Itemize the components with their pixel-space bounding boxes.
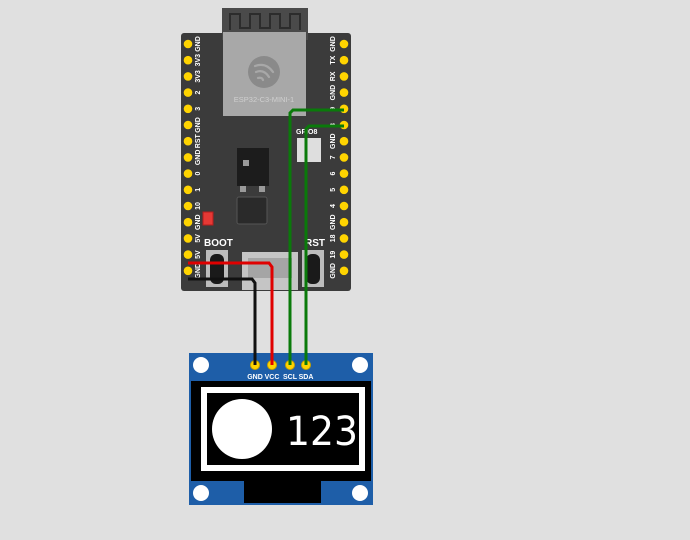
- mount-hole-icon: [352, 357, 368, 373]
- left-pin-pad[interactable]: [183, 169, 193, 178]
- right-pin-pad[interactable]: [339, 250, 349, 259]
- left-pin-label: GND: [195, 150, 202, 166]
- oled-text: 123: [286, 409, 358, 455]
- right-pin-pad[interactable]: [339, 169, 349, 178]
- left-pin-pad[interactable]: [183, 234, 193, 243]
- left-pin-label: GND: [195, 214, 202, 230]
- wire-scl[interactable]: [288, 108, 344, 365]
- power-led: [202, 211, 214, 226]
- left-pin-pad[interactable]: [183, 55, 193, 65]
- antenna-trace: [229, 13, 301, 30]
- left-pin-label: GND: [195, 36, 202, 52]
- oled-pin-label: SCL: [283, 374, 298, 381]
- wires: [188, 108, 344, 365]
- esp32-c3-board[interactable]: ESP32-C3-MINI-1 GPIO8 BOOT RST GND3V33V3…: [181, 8, 351, 291]
- left-pin-pad[interactable]: [183, 39, 193, 49]
- wire-gnd[interactable]: [188, 277, 257, 365]
- right-pin-pad[interactable]: [339, 185, 349, 195]
- right-pin-label: 18: [330, 234, 337, 242]
- left-pin-pad[interactable]: [183, 250, 193, 259]
- right-pin-label: TX: [330, 55, 337, 64]
- left-pin-pad[interactable]: [183, 136, 193, 146]
- left-pin-pad[interactable]: [183, 185, 193, 195]
- voltage-regulator: [237, 148, 269, 186]
- rst-label: RST: [305, 238, 325, 249]
- right-pin-label: 7: [330, 155, 337, 159]
- module-label: ESP32-C3-MINI-1: [234, 95, 294, 104]
- usb-chip: [236, 196, 268, 225]
- right-pin-pad[interactable]: [339, 136, 349, 146]
- oled-circle: [212, 399, 272, 459]
- right-pin-label: GND: [330, 36, 337, 52]
- right-pin-label: GND: [330, 85, 337, 101]
- rst-button[interactable]: [306, 254, 320, 284]
- right-pin-label: 19: [330, 251, 337, 259]
- right-pin-pad[interactable]: [339, 266, 349, 276]
- left-pin-label: 1: [195, 188, 202, 192]
- right-pin-pad[interactable]: [339, 217, 349, 227]
- left-pin-label: 5V: [195, 234, 202, 243]
- oled-pin-label: VCC: [265, 374, 280, 381]
- left-pin-pad[interactable]: [183, 153, 193, 162]
- mount-hole-icon: [352, 485, 368, 501]
- left-pin-label: 0: [195, 172, 202, 176]
- left-pin-label: GND: [195, 117, 202, 133]
- right-pin-label: GND: [330, 133, 337, 149]
- right-pin-pad[interactable]: [339, 153, 349, 162]
- right-pin-pad[interactable]: [339, 234, 349, 243]
- right-pin-label: 6: [330, 172, 337, 176]
- right-pin-pad[interactable]: [339, 55, 349, 65]
- wire-vcc[interactable]: [188, 261, 274, 365]
- left-pin-label: GND: [195, 263, 202, 279]
- left-pin-pad[interactable]: [183, 266, 193, 276]
- left-pin-label: 3: [195, 107, 202, 111]
- left-pin-label: 2: [195, 91, 202, 95]
- right-pin-pad[interactable]: [339, 72, 349, 81]
- left-pin-pad[interactable]: [183, 217, 193, 227]
- right-pin-pad[interactable]: [339, 39, 349, 49]
- boot-label: BOOT: [204, 238, 233, 249]
- right-pin-label: GND: [330, 214, 337, 230]
- mount-hole-icon: [193, 357, 209, 373]
- left-pin-pad[interactable]: [183, 72, 193, 81]
- right-pin-label: GND: [330, 263, 337, 279]
- right-pin-label: 5: [330, 188, 337, 192]
- left-pin-label: 3V3: [195, 54, 202, 67]
- right-pin-label: 4: [330, 204, 337, 208]
- oled-pin-label: GND: [247, 374, 263, 381]
- left-pin-pad[interactable]: [183, 201, 193, 211]
- oled-pin-label: SDA: [299, 374, 314, 381]
- mount-hole-icon: [193, 485, 209, 501]
- right-pin-pad[interactable]: [339, 88, 349, 97]
- left-pin-label: 5V: [195, 250, 202, 259]
- left-pin-label: RST: [195, 133, 202, 148]
- right-pin-label: RX: [330, 71, 337, 81]
- left-pin-pad[interactable]: [183, 88, 193, 97]
- right-pin-pad[interactable]: [339, 201, 349, 211]
- ribbon-cable: [244, 481, 321, 503]
- left-pin-label: 3V3: [195, 70, 202, 83]
- rgb-led-gpio8: [297, 138, 321, 162]
- left-pin-label: 10: [195, 202, 202, 210]
- wire-sda[interactable]: [304, 124, 344, 365]
- left-pin-pad[interactable]: [183, 120, 193, 130]
- left-pin-pad[interactable]: [183, 104, 193, 114]
